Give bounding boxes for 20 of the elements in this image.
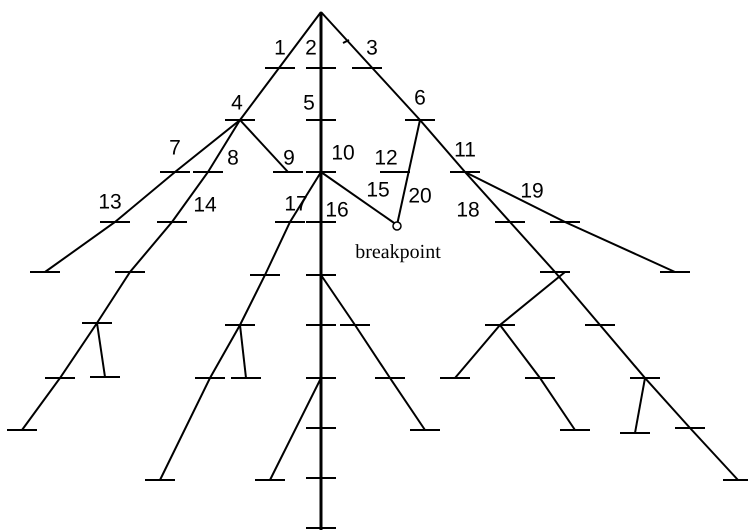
node-number: 7 bbox=[169, 138, 181, 158]
node-number: 10 bbox=[331, 142, 355, 164]
node-number: 3 bbox=[366, 38, 378, 58]
node-number: 15 bbox=[366, 180, 390, 200]
node-number: 11 bbox=[454, 140, 476, 160]
node-number: 14 bbox=[193, 194, 217, 216]
node-number: 13 bbox=[98, 192, 122, 212]
node-number: 19 bbox=[520, 180, 544, 202]
breakpoint-label: breakpoint bbox=[355, 242, 441, 262]
node-number: 9 bbox=[283, 148, 295, 168]
node-number: 6 bbox=[414, 88, 426, 108]
node-number: 5 bbox=[303, 92, 315, 114]
node-number: 8 bbox=[227, 148, 239, 168]
node-number: 20 bbox=[408, 186, 432, 206]
node-number: 18 bbox=[456, 200, 480, 220]
node-number: 2 bbox=[305, 38, 317, 58]
node-number: 4 bbox=[231, 92, 243, 114]
node-number: 16 bbox=[325, 200, 349, 220]
node-number: 12 bbox=[374, 148, 398, 168]
node-number: 1 bbox=[274, 38, 286, 58]
